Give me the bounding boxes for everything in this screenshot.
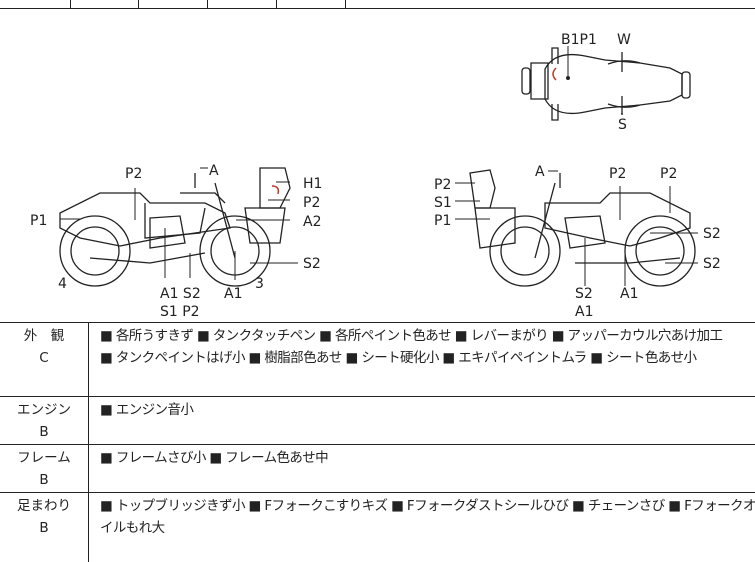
label-p2-right: P2 — [660, 166, 677, 182]
label-p2-mid: P2 — [609, 166, 626, 182]
label-s: S — [618, 117, 627, 133]
damage-mark — [271, 185, 280, 195]
table-row: 外 観 C ■ 各所うすきず ■ タンクタッチペン ■ 各所ペイント色あせ ■ … — [0, 323, 755, 397]
category-label: フレーム — [17, 450, 71, 466]
label-b1p1: B1P1 — [561, 32, 597, 48]
detail-line: ■ フレームさび小 ■ フレーム色あせ中 — [100, 450, 329, 466]
row-header: フレーム B — [0, 445, 89, 492]
detail-line: ■ エンジン音小 — [100, 402, 194, 418]
detail-line: イルもれ大 — [100, 520, 165, 536]
category-label: 足まわり — [17, 498, 71, 514]
label-s2-a: S2 — [703, 226, 721, 242]
label-p2-right: P2 — [303, 195, 320, 211]
label-a2: A2 — [303, 214, 321, 230]
label-a: A — [209, 163, 219, 179]
pointer-dot — [566, 76, 570, 80]
table-divider — [207, 0, 208, 8]
row-details: ■ フレームさび小 ■ フレーム色あせ中 — [100, 447, 750, 469]
table-row: エンジン B ■ エンジン音小 — [0, 397, 755, 445]
table-divider — [276, 0, 277, 8]
damage-mark — [552, 67, 557, 81]
grade-label: B — [39, 520, 49, 536]
table-divider — [138, 0, 139, 8]
top-view-motorcycle — [521, 47, 691, 121]
row-details: ■ トップブリッジきず小 ■ Fフォークこすりキズ ■ Fフォークダストシールひ… — [100, 495, 755, 539]
motorcycle-damage-diagram: B1P1 W S P2 A H1 P2 A2 — [0, 8, 755, 322]
condition-table: 外 観 C ■ 各所うすきず ■ タンクタッチペン ■ 各所ペイント色あせ ■ … — [0, 322, 755, 562]
top-table-strip — [0, 0, 755, 9]
detail-line: ■ トップブリッジきず小 ■ Fフォークこすりキズ ■ Fフォークダストシールひ… — [100, 498, 755, 514]
label-4: 4 — [58, 276, 67, 292]
label-a: A — [535, 164, 545, 180]
label-a1s2: A1 S2 — [160, 286, 201, 302]
row-details: ■ エンジン音小 — [100, 399, 750, 421]
grade-label: B — [39, 424, 49, 440]
grade-label: B — [39, 472, 49, 488]
left-pointers — [60, 167, 298, 280]
row-header: 足まわり B — [0, 493, 89, 562]
label-a1-right: A1 — [620, 286, 638, 302]
label-3: 3 — [255, 276, 264, 292]
label-s2-bottom: S2 — [575, 286, 593, 302]
right-side-motorcycle — [469, 169, 696, 287]
right-pointers — [455, 170, 698, 286]
left-side-motorcycle — [59, 167, 291, 287]
label-p1: P1 — [30, 213, 47, 229]
category-label: 外 観 — [23, 328, 65, 344]
label-p1: P1 — [434, 213, 451, 229]
label-p2-left: P2 — [434, 177, 451, 193]
row-header: 外 観 C — [0, 323, 89, 396]
table-row: フレーム B ■ フレームさび小 ■ フレーム色あせ中 — [0, 445, 755, 493]
label-h1: H1 — [303, 176, 322, 192]
label-s2-b: S2 — [703, 256, 721, 272]
row-details: ■ 各所うすきず ■ タンクタッチペン ■ 各所ペイント色あせ ■ レバーまがり… — [100, 325, 750, 369]
label-s1: S1 — [434, 195, 452, 211]
table-divider — [345, 0, 346, 8]
label-w: W — [617, 32, 631, 48]
label-a1: A1 — [224, 286, 242, 302]
detail-line: ■ タンクペイントはげ小 ■ 樹脂部色あせ ■ シート硬化小 ■ エキパイペイン… — [100, 350, 697, 366]
category-label: エンジン — [17, 402, 71, 418]
label-s2: S2 — [303, 256, 321, 272]
label-s1p2: S1 P2 — [160, 304, 200, 320]
table-row: 足まわり B ■ トップブリッジきず小 ■ Fフォークこすりキズ ■ Fフォーク… — [0, 493, 755, 562]
table-divider — [70, 0, 71, 8]
row-header: エンジン B — [0, 397, 89, 444]
label-p2: P2 — [125, 166, 142, 182]
grade-label: C — [39, 350, 49, 366]
detail-line: ■ 各所うすきず ■ タンクタッチペン ■ 各所ペイント色あせ ■ レバーまがり… — [100, 328, 723, 344]
diagram-svg: B1P1 W S P2 A H1 P2 A2 — [30, 32, 721, 320]
label-a1-bottom: A1 — [575, 304, 593, 320]
